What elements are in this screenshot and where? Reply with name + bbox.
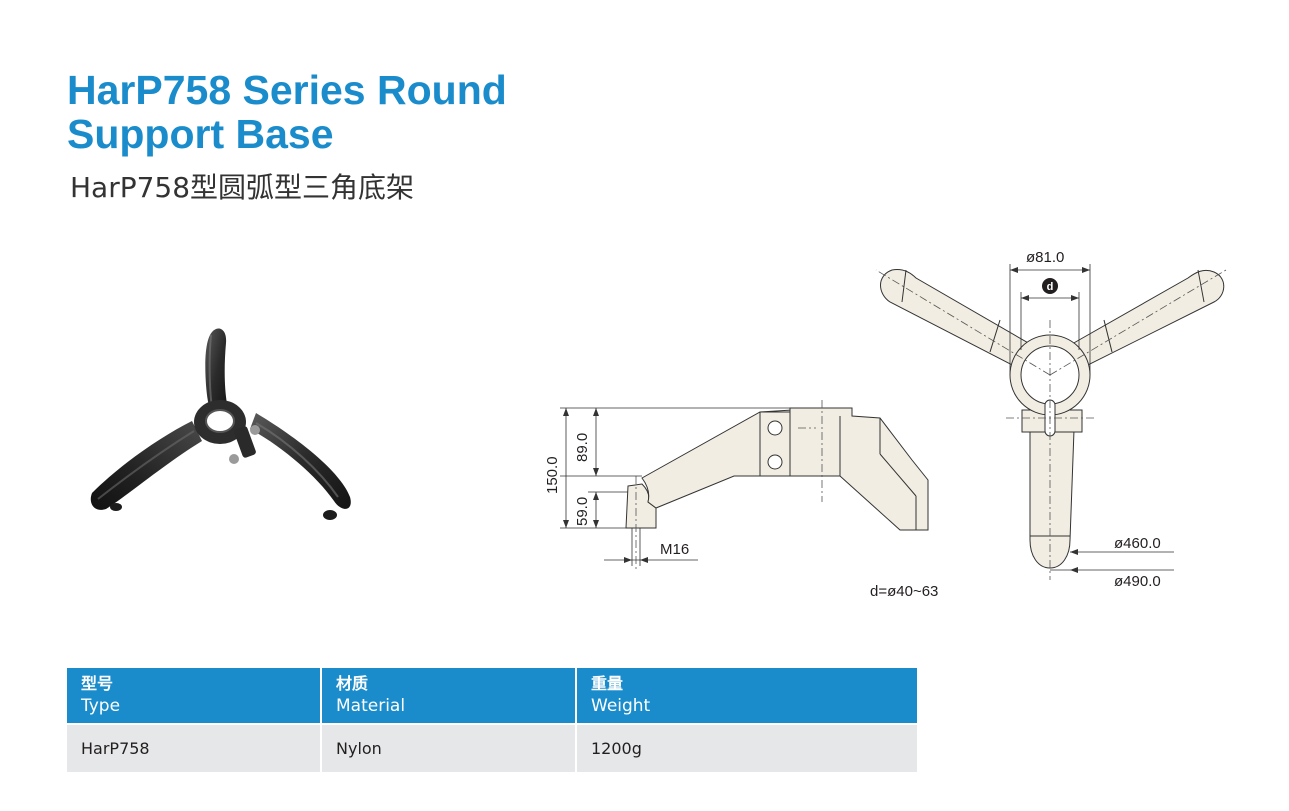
side-view bbox=[625, 407, 929, 531]
header-weight: 重量 Weight bbox=[577, 668, 917, 723]
dim-thread: M16 bbox=[660, 541, 689, 558]
base-legs bbox=[90, 328, 351, 520]
technical-drawing: 150.0 89.0 59.0 M16 bbox=[544, 249, 1227, 600]
cell-material: Nylon bbox=[322, 723, 577, 772]
product-photo bbox=[90, 328, 351, 520]
title-line-1: HarP758 Series Round bbox=[67, 67, 507, 113]
header-type-en: Type bbox=[81, 696, 121, 716]
dim-hub-outer: ø81.0 bbox=[1026, 249, 1064, 266]
base-hub bbox=[194, 400, 260, 464]
side-view-centerlines bbox=[635, 400, 823, 570]
top-view-arrows bbox=[1010, 267, 1090, 573]
product-title: HarP758 Series Round Support Base bbox=[67, 68, 507, 156]
side-view-holes bbox=[767, 420, 783, 470]
dim-total-height: 150.0 bbox=[544, 456, 561, 494]
top-view-dimensions bbox=[1009, 264, 1174, 571]
spec-table: 型号 Type 材质 Material 重量 Weight HarP758 Ny… bbox=[67, 668, 917, 772]
product-subtitle: HarP758型圆弧型三角底架 bbox=[70, 171, 415, 204]
cell-weight: 1200g bbox=[577, 723, 917, 772]
title-line-2: Support Base bbox=[67, 111, 334, 157]
header-material: 材质 Material bbox=[322, 668, 577, 723]
header-type: 型号 Type bbox=[67, 668, 322, 723]
top-view-centerlines bbox=[875, 269, 1227, 580]
spec-table-header-row: 型号 Type 材质 Material 重量 Weight bbox=[67, 668, 917, 723]
dim-inner-span: ø460.0 bbox=[1114, 535, 1161, 552]
top-view bbox=[880, 269, 1225, 569]
side-view-hub-body bbox=[789, 407, 929, 531]
dim-upper-height: 89.0 bbox=[574, 433, 591, 462]
header-type-zh: 型号 bbox=[81, 674, 114, 693]
dim-bore-symbol: d bbox=[1047, 281, 1054, 293]
side-view-dimensions bbox=[560, 407, 792, 566]
top-view-arm-down bbox=[1029, 429, 1075, 569]
cell-type: HarP758 bbox=[67, 723, 322, 772]
header-weight-en: Weight bbox=[591, 696, 651, 716]
bore-range-note: d=ø40~63 bbox=[870, 583, 938, 600]
dim-lower-height: 59.0 bbox=[574, 497, 591, 526]
side-view-arrows bbox=[563, 408, 648, 563]
bore-symbol-badge bbox=[1042, 278, 1058, 294]
top-view-arm-left bbox=[880, 269, 1031, 369]
table-row: HarP758 Nylon 1200g bbox=[67, 723, 917, 772]
header-material-zh: 材质 bbox=[336, 674, 369, 693]
header-material-en: Material bbox=[336, 696, 406, 716]
dim-outer-span: ø490.0 bbox=[1114, 573, 1161, 590]
header-weight-zh: 重量 bbox=[591, 674, 624, 693]
